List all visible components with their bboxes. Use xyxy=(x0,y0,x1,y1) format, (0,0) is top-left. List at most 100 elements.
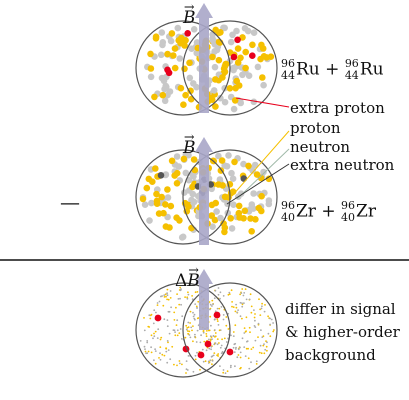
proton-speck xyxy=(243,327,246,329)
neutron-speck xyxy=(180,303,183,306)
neutron-speck xyxy=(232,335,235,337)
proton-speck xyxy=(263,352,266,355)
neutron-dot xyxy=(221,24,228,32)
neutron-speck xyxy=(263,310,266,313)
neutron-speck xyxy=(174,331,177,333)
neutron-speck xyxy=(196,329,199,332)
neutron-dot xyxy=(158,29,166,36)
proton-speck xyxy=(216,318,219,321)
proton-dot xyxy=(187,87,194,95)
proton-speck xyxy=(206,330,208,332)
neutron-speck xyxy=(236,311,239,314)
proton-dot xyxy=(249,41,256,49)
neutron-speck xyxy=(159,352,161,355)
proton-dot xyxy=(147,65,155,72)
zr-field-label: B xyxy=(183,140,196,157)
proton-speck xyxy=(221,338,224,341)
neutron-speck xyxy=(220,344,223,347)
proton-speck xyxy=(244,288,247,290)
neutron-speck xyxy=(263,343,265,345)
neutron-speck xyxy=(261,336,264,338)
legend-neutron: neutron xyxy=(290,138,351,156)
neutron-speck xyxy=(188,334,191,336)
neutron-speck xyxy=(179,328,182,330)
neutron-speck xyxy=(211,360,214,362)
proton-dot xyxy=(153,197,161,205)
proton-dot xyxy=(221,228,228,236)
proton-speck xyxy=(188,330,191,333)
proton-speck xyxy=(216,338,219,340)
neutron-speck xyxy=(211,305,213,307)
proton-speck xyxy=(265,345,268,348)
minus-sign: — xyxy=(60,190,80,214)
neutron-dot xyxy=(245,72,253,79)
neutron-speck xyxy=(169,290,172,292)
proton-dot xyxy=(180,101,187,108)
neutron-speck xyxy=(248,367,251,370)
neutron-speck xyxy=(214,342,217,345)
neutron-speck xyxy=(208,338,210,341)
proton-speck xyxy=(161,353,164,356)
proton-speck xyxy=(253,316,256,319)
proton-dot xyxy=(211,216,219,224)
proton-speck xyxy=(264,304,266,306)
proton-speck xyxy=(178,303,181,306)
neutron-speck xyxy=(166,294,169,297)
ru-field-symbol: B xyxy=(183,10,196,27)
neutron-speck xyxy=(166,361,169,364)
neutron-speck xyxy=(187,321,190,324)
proton-speck xyxy=(241,317,243,320)
proton-speck xyxy=(203,340,206,343)
neutron-speck xyxy=(227,337,230,340)
proton-speck xyxy=(223,337,226,340)
neutron-speck xyxy=(205,349,208,352)
neutron-speck xyxy=(220,306,223,308)
proton-speck xyxy=(160,336,163,339)
neutron-speck xyxy=(225,341,228,343)
neutron-speck xyxy=(170,306,173,309)
neutron-speck xyxy=(270,318,273,321)
neutron-speck xyxy=(209,335,212,338)
proton-dot xyxy=(212,103,219,110)
legend-extra-proton: extra proton xyxy=(290,99,385,117)
neutron-speck xyxy=(179,362,181,365)
proton-speck xyxy=(187,291,189,294)
proton-dot xyxy=(168,157,176,165)
proton-speck xyxy=(234,310,237,313)
neutron-dot xyxy=(178,234,186,241)
neutron-speck xyxy=(208,347,211,350)
neutron-dot xyxy=(182,169,190,177)
neutron-dot xyxy=(241,25,249,32)
proton-speck xyxy=(150,313,153,316)
neutron-speck xyxy=(185,328,188,331)
neutron-speck xyxy=(161,295,164,297)
extra-proton-dot xyxy=(154,314,162,322)
neutron-dot xyxy=(173,153,181,160)
neutron-speck xyxy=(200,334,203,337)
proton-dot xyxy=(153,190,160,198)
neutron-dot xyxy=(230,64,237,72)
proton-speck xyxy=(205,333,208,335)
proton-speck xyxy=(165,295,167,298)
proton-dot xyxy=(242,48,249,56)
neutron-dot xyxy=(181,189,188,196)
neutron-speck xyxy=(229,366,232,369)
neutron-speck xyxy=(242,294,245,297)
neutron-speck xyxy=(156,302,159,304)
proton-speck xyxy=(162,304,165,307)
proton-speck xyxy=(259,308,261,311)
neutron-speck xyxy=(152,322,155,325)
neutron-speck xyxy=(209,303,212,306)
neutron-dot xyxy=(161,97,169,105)
neutron-speck xyxy=(219,297,221,300)
neutron-speck xyxy=(196,351,198,354)
proton-speck xyxy=(192,325,194,327)
proton-dot xyxy=(257,55,264,63)
proton-dot xyxy=(186,59,193,67)
proton-dot xyxy=(253,171,261,178)
proton-dot xyxy=(219,182,226,189)
proton-dot xyxy=(241,207,249,215)
proton-speck xyxy=(260,352,263,355)
neutron-dot xyxy=(161,85,168,93)
